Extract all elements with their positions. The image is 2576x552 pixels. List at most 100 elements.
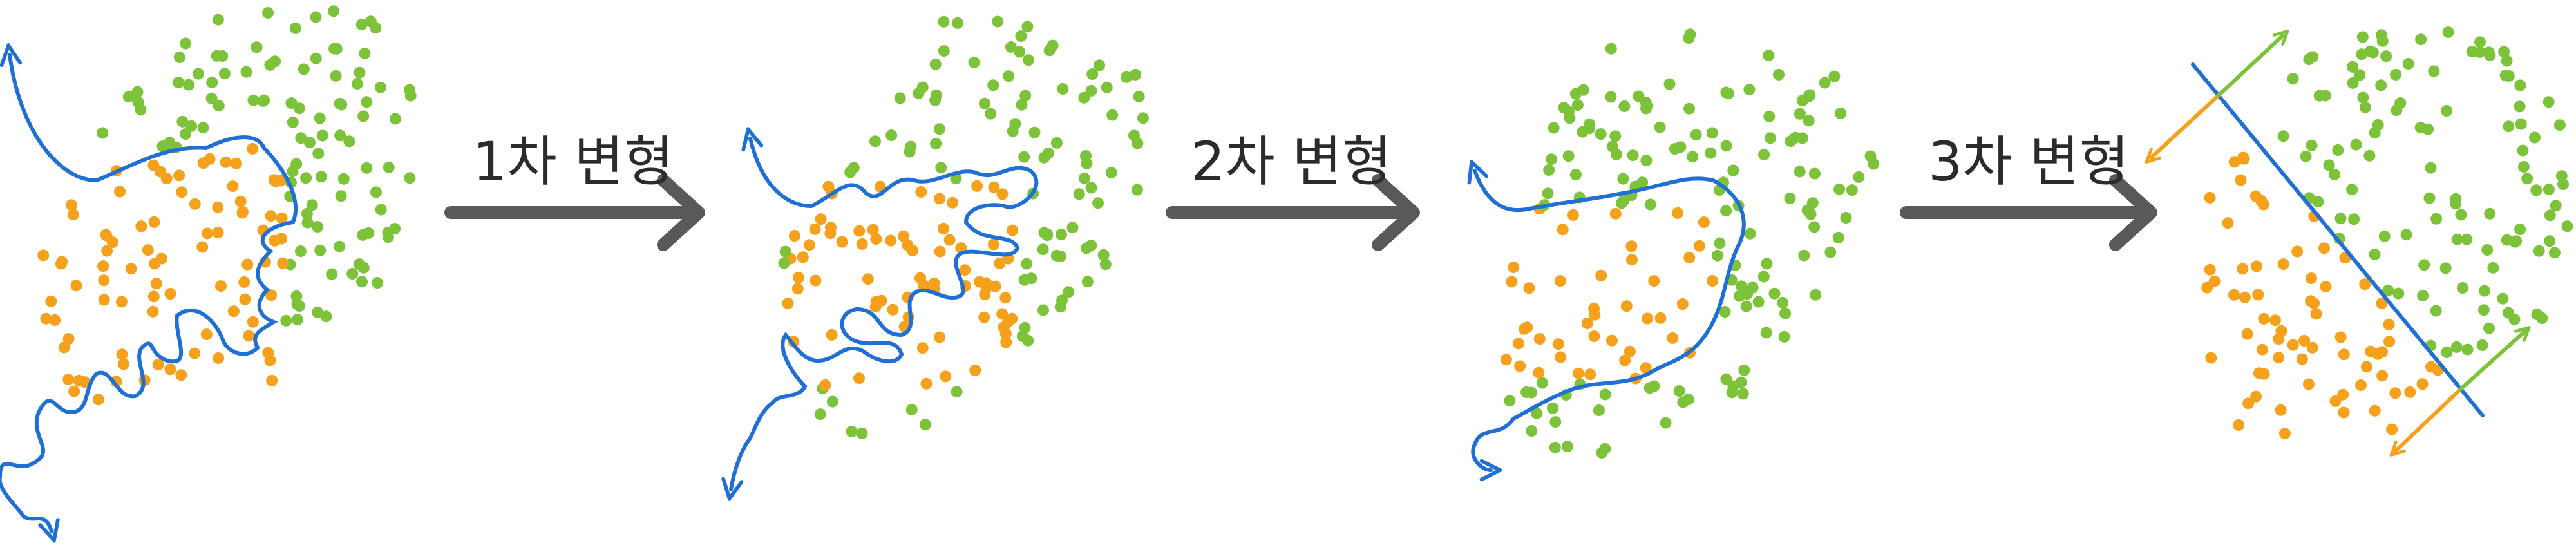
data-point-green [289,22,301,34]
data-point-green [2477,304,2490,316]
data-point-green [1547,402,1559,414]
data-point-green [1054,251,1066,262]
data-point-green [2515,118,2527,130]
data-point-orange [1573,367,1584,379]
data-point-orange [68,385,80,397]
data-point-orange [1642,312,1653,325]
data-point-orange [2308,297,2320,309]
data-point-orange [173,169,185,182]
data-point-green [2536,312,2548,325]
data-point-orange [242,258,254,271]
data-point-orange [788,230,800,242]
data-point-orange [2235,174,2247,186]
data-point-green [1737,388,1749,400]
data-point-orange [1609,207,1622,220]
data-point-orange [1589,309,1601,321]
data-point-orange [2318,242,2330,254]
data-point-green [2543,184,2555,196]
data-point-green [2332,144,2344,156]
data-point-orange [2376,370,2389,382]
data-point-orange [152,359,164,371]
data-point-green [291,298,303,310]
data-point-orange [2338,406,2350,419]
data-point-orange [2296,353,2308,365]
data-point-orange [940,370,952,383]
data-point-green [2417,290,2429,301]
data-point-orange [70,280,82,292]
data-point-green [1021,258,1033,270]
data-point-green [310,11,322,23]
data-point-orange [2376,346,2388,358]
data-point-orange [135,220,147,233]
data-point-green [985,108,997,120]
data-point-orange [164,288,176,300]
data-point-orange [2237,263,2249,275]
data-point-orange [934,193,945,205]
data-point-orange [154,166,166,178]
data-point-green [1121,71,1133,83]
data-point-green [156,140,169,153]
panel-after-step-1 [731,15,1149,490]
data-point-orange [227,180,239,193]
data-point-orange [58,341,70,354]
data-point-green [905,403,918,415]
data-point-green [2484,207,2496,220]
data-point-green [1777,296,1789,309]
data-point-green [122,91,135,103]
data-point-orange [276,212,288,224]
data-point-orange [147,290,160,303]
data-point-green [1853,171,1865,183]
data-point-green [180,128,192,140]
data-point-orange [2250,390,2262,403]
data-point-green [2517,160,2530,173]
data-point-green [1549,416,1562,428]
data-point-orange [1506,276,1518,288]
data-point-green [2514,224,2526,236]
data-point-orange [220,156,232,168]
data-point-orange [239,293,251,305]
data-point-green [1561,441,1573,453]
data-point-orange [247,316,259,328]
data-point-green [2521,173,2533,185]
data-point-green [1595,128,1607,140]
data-point-green [1736,280,1747,292]
data-point-orange [79,376,91,388]
data-point-green [294,245,307,258]
data-point-orange [2287,339,2299,351]
data-point-orange [2241,328,2253,340]
data-point-green [310,52,322,64]
data-point-orange [836,236,848,248]
data-point-orange [2298,335,2311,347]
data-point-green [334,129,346,142]
data-point-orange [215,280,227,292]
data-point-green [1043,44,1056,57]
data-point-orange [2255,195,2268,207]
data-point-orange [2404,386,2416,398]
data-point-green [2457,282,2468,294]
data-point-green [2423,192,2436,204]
data-point-green [2455,209,2467,221]
data-point-green [2476,339,2488,351]
data-point-green [2497,292,2509,305]
data-point-green [218,68,231,80]
data-point-orange [819,379,831,391]
data-point-orange [1606,334,1618,347]
data-point-green [359,48,371,59]
data-point-orange [887,303,899,316]
step-3-label: 3차 변형 [1928,130,2129,193]
data-point-green [314,244,327,256]
data-point-green [1042,148,1054,159]
data-point-orange [189,347,201,359]
data-point-orange [2242,397,2255,410]
data-point-orange [2359,278,2371,290]
data-point-green [2375,79,2387,91]
data-point-orange [2320,281,2332,293]
data-point-orange [49,314,61,326]
data-point-green [2394,97,2407,109]
data-point-green [1760,327,1772,339]
data-point-green [1723,88,1734,99]
data-point-green [2441,347,2453,358]
data-point-orange [2204,263,2216,276]
data-point-orange [915,186,927,198]
data-point-orange [2305,272,2317,285]
